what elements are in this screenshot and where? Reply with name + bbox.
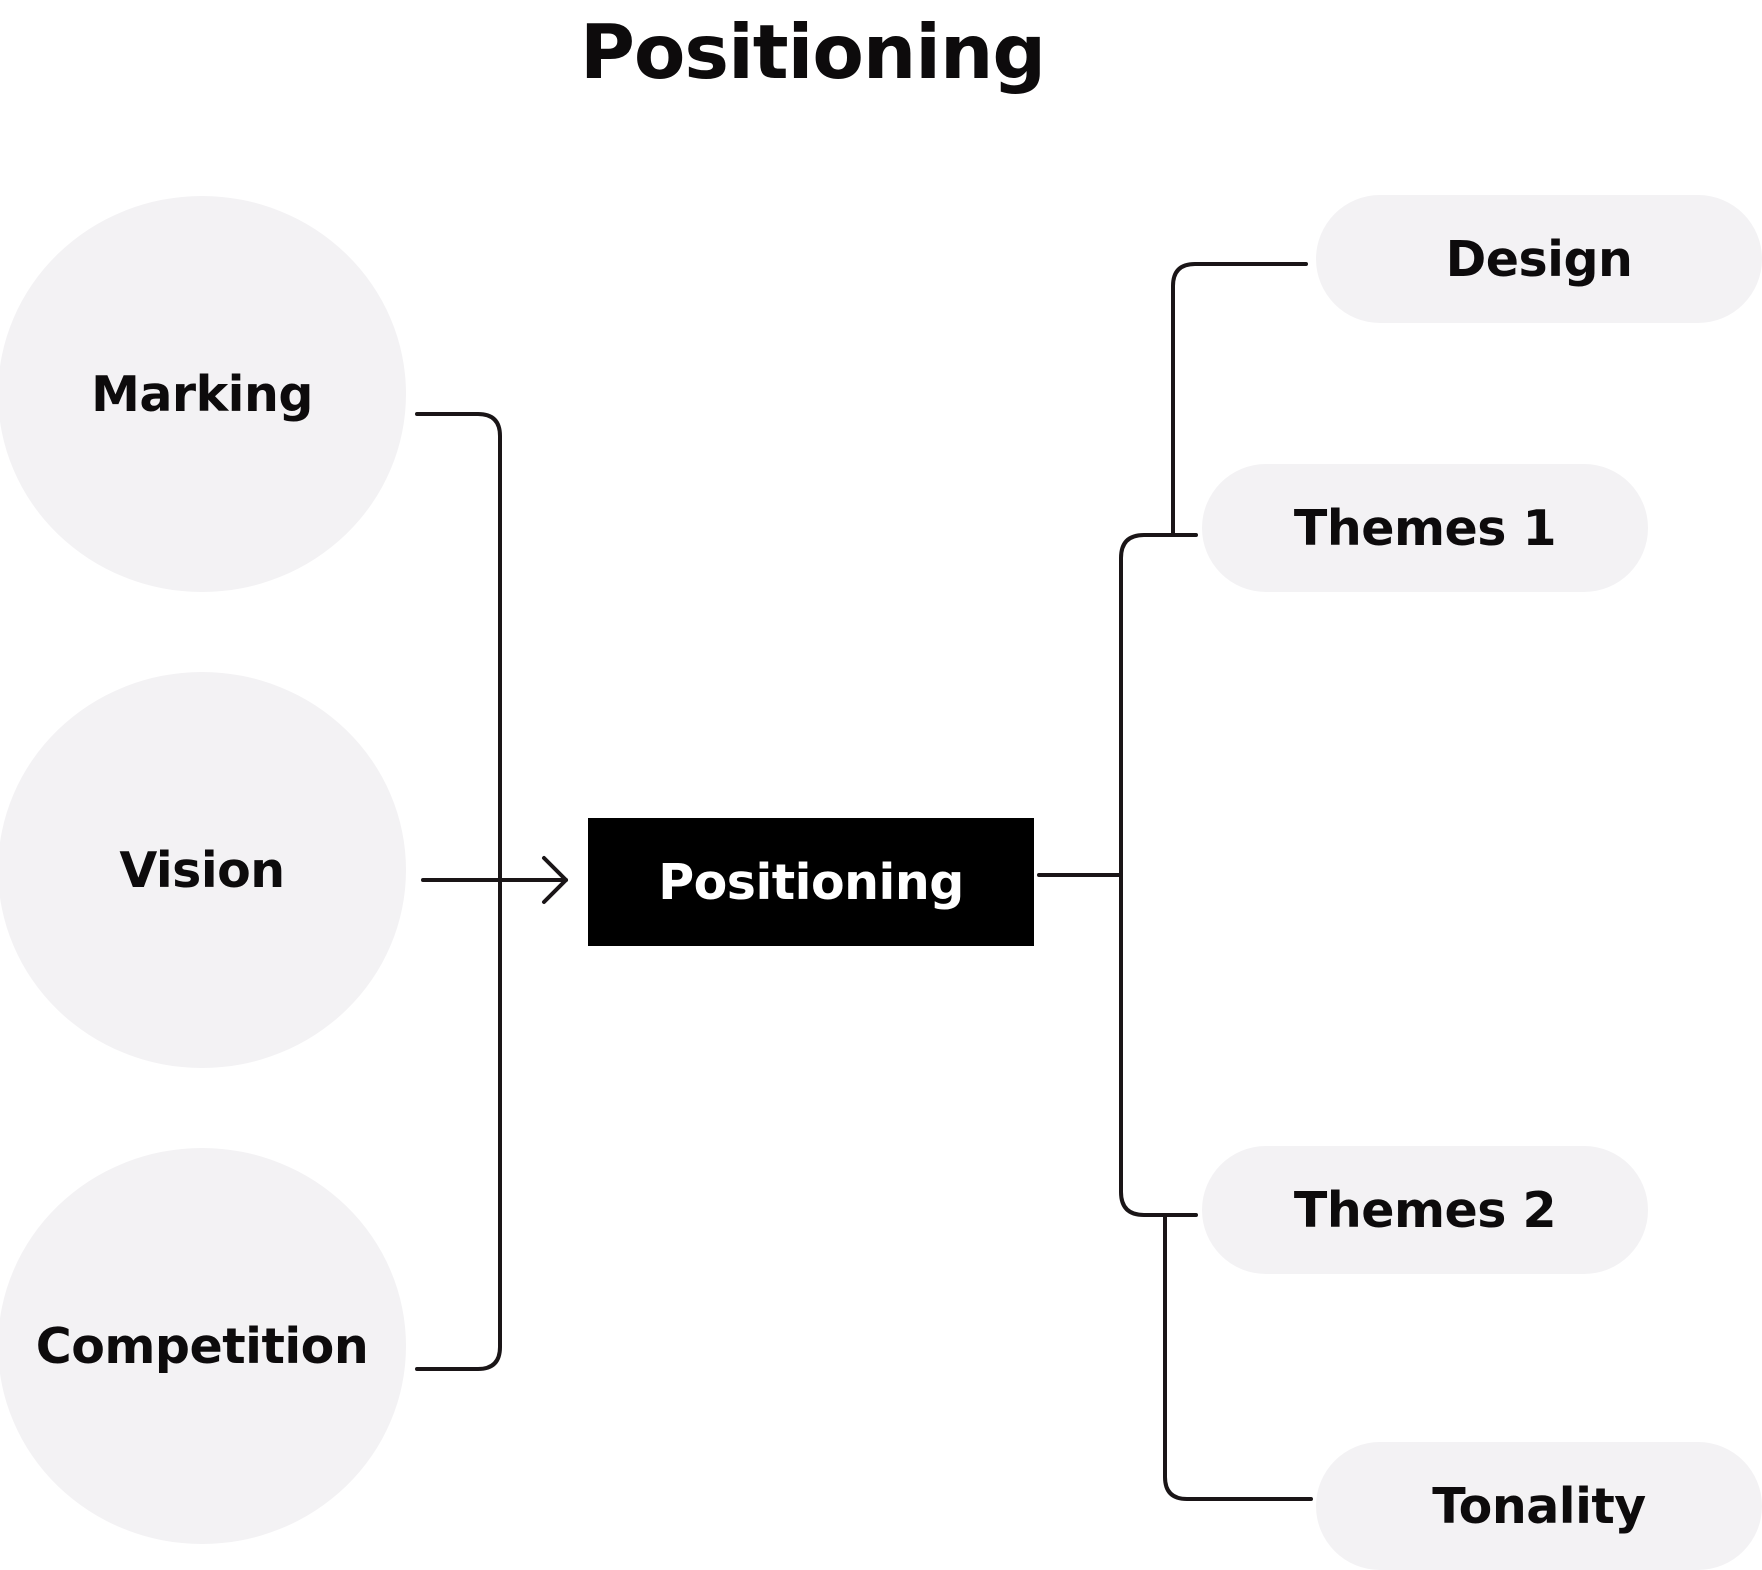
branch-tonality: [1163, 1215, 1313, 1501]
center-label: Positioning: [658, 853, 964, 911]
node-label: Tonality: [1432, 1477, 1646, 1535]
node-label: Design: [1445, 230, 1633, 288]
node-marking: Marking: [0, 196, 406, 592]
node-label: Themes 2: [1293, 1181, 1557, 1239]
node-vision: Vision: [0, 672, 406, 1068]
node-positioning-center: Positioning: [588, 818, 1034, 946]
node-label: Vision: [119, 841, 285, 899]
branch-design: [1171, 262, 1308, 535]
node-label: Competition: [35, 1317, 369, 1375]
node-label: Marking: [91, 365, 313, 423]
bracket-left: [415, 412, 502, 1371]
node-competition: Competition: [0, 1148, 406, 1544]
node-design: Design: [1316, 195, 1762, 323]
node-themes-2: Themes 2: [1202, 1146, 1648, 1274]
arrow-head: [542, 856, 568, 904]
node-tonality: Tonality: [1316, 1442, 1762, 1570]
trunk-right: [1119, 533, 1198, 1217]
node-label: Themes 1: [1293, 499, 1557, 557]
diagram-title: Positioning: [579, 8, 1046, 96]
node-themes-1: Themes 1: [1202, 464, 1648, 592]
